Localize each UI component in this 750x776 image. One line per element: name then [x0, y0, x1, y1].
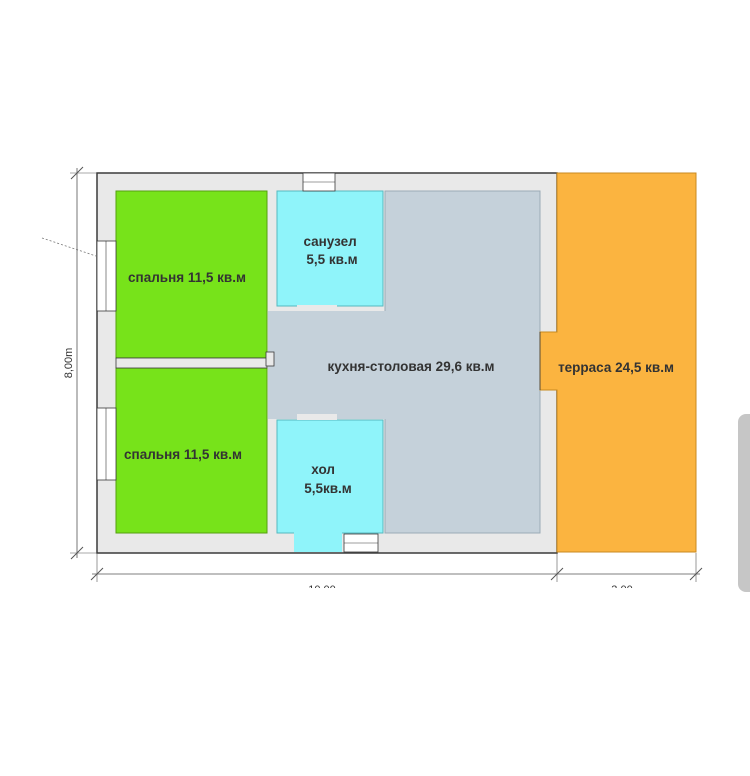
room-kitchen-corridor [268, 311, 386, 419]
scroll-handle[interactable] [738, 414, 750, 592]
room-kitchen-dining [384, 190, 541, 534]
leader-line [41, 237, 97, 257]
bathroom-door-gap [297, 305, 337, 311]
label-bedroom-2: спальня 11,5 кв.м [124, 447, 242, 462]
image-bottom-area [0, 588, 750, 776]
label-hall: хол 5,5кв.м [304, 462, 352, 496]
kitchen-wall-stub [265, 351, 275, 367]
label-bedroom-1: спальня 11,5 кв.м [128, 270, 246, 285]
dimension-height: 8,00m [63, 166, 97, 560]
label-terrace: терраса 24,5 кв.м [558, 360, 674, 375]
hall-door-gap [297, 414, 337, 420]
window-bathroom-top [302, 172, 336, 192]
dimension-height-label: 8,00m [63, 348, 75, 379]
room-hall-entry [294, 530, 342, 552]
window-hall-bottom [343, 533, 379, 553]
room-bedroom-1 [115, 190, 268, 359]
window-bedroom-1 [96, 240, 117, 312]
label-kitchen-dining: кухня-столовая 29,6 кв.м [327, 359, 494, 374]
window-bedroom-2 [96, 407, 117, 481]
bedroom-divider-wall [115, 357, 268, 369]
label-bathroom: санузел 5,5 кв.м [303, 234, 360, 267]
room-terrace [539, 172, 697, 553]
